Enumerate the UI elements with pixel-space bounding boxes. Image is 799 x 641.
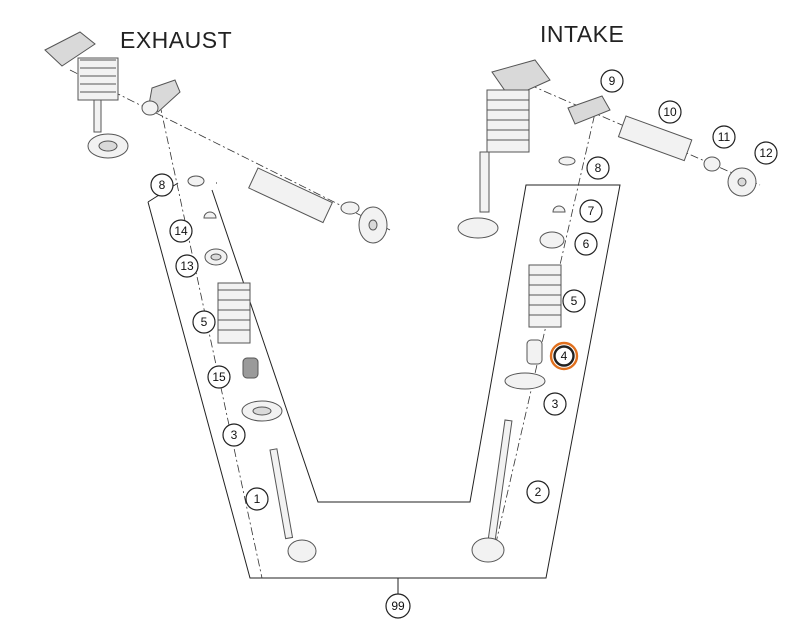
callout-11: 11 xyxy=(712,125,736,149)
svg-text:3: 3 xyxy=(552,397,559,411)
callout-4-highlighted[interactable]: 4 xyxy=(549,341,579,371)
svg-text:14: 14 xyxy=(174,224,188,238)
svg-text:8: 8 xyxy=(595,161,602,175)
svg-text:11: 11 xyxy=(718,130,731,144)
svg-text:1: 1 xyxy=(254,492,261,506)
svg-text:4: 4 xyxy=(561,349,568,363)
callout-8-exhaust: 8 xyxy=(150,173,174,197)
svg-text:6: 6 xyxy=(583,237,590,251)
callout-3-exhaust: 3 xyxy=(222,423,246,447)
svg-text:99: 99 xyxy=(391,599,405,613)
callout-15: 15 xyxy=(207,365,231,389)
svg-text:13: 13 xyxy=(180,259,194,273)
callout-8-intake: 8 xyxy=(586,156,610,180)
callout-99: 99 xyxy=(385,593,411,619)
intake-rocker-assembly xyxy=(457,59,757,239)
callout-3-intake: 3 xyxy=(543,392,567,416)
exhaust-title: EXHAUST xyxy=(120,27,233,53)
callout-5-intake: 5 xyxy=(562,289,586,313)
svg-text:10: 10 xyxy=(663,105,677,119)
svg-text:5: 5 xyxy=(571,294,578,308)
svg-text:2: 2 xyxy=(535,485,542,499)
svg-text:3: 3 xyxy=(231,428,238,442)
svg-text:12: 12 xyxy=(759,146,773,160)
callout-12: 12 xyxy=(754,141,778,165)
intake-valve-stack xyxy=(471,156,576,563)
callout-10: 10 xyxy=(658,100,682,124)
svg-text:15: 15 xyxy=(212,370,226,384)
callout-14: 14 xyxy=(169,219,193,243)
svg-text:7: 7 xyxy=(588,204,595,218)
svg-text:8: 8 xyxy=(159,178,166,192)
exhaust-rocker-assembly xyxy=(44,31,388,244)
svg-text:9: 9 xyxy=(609,74,616,88)
svg-text:5: 5 xyxy=(201,315,208,329)
exhaust-valve-stack xyxy=(187,175,317,563)
intake-title: INTAKE xyxy=(540,21,625,47)
callout-13: 13 xyxy=(175,254,199,278)
callout-2: 2 xyxy=(526,480,550,504)
callout-9: 9 xyxy=(600,69,624,93)
callout-1: 1 xyxy=(245,487,269,511)
callout-5-exhaust: 5 xyxy=(192,310,216,334)
callout-6: 6 xyxy=(574,232,598,256)
callout-7: 7 xyxy=(579,199,603,223)
